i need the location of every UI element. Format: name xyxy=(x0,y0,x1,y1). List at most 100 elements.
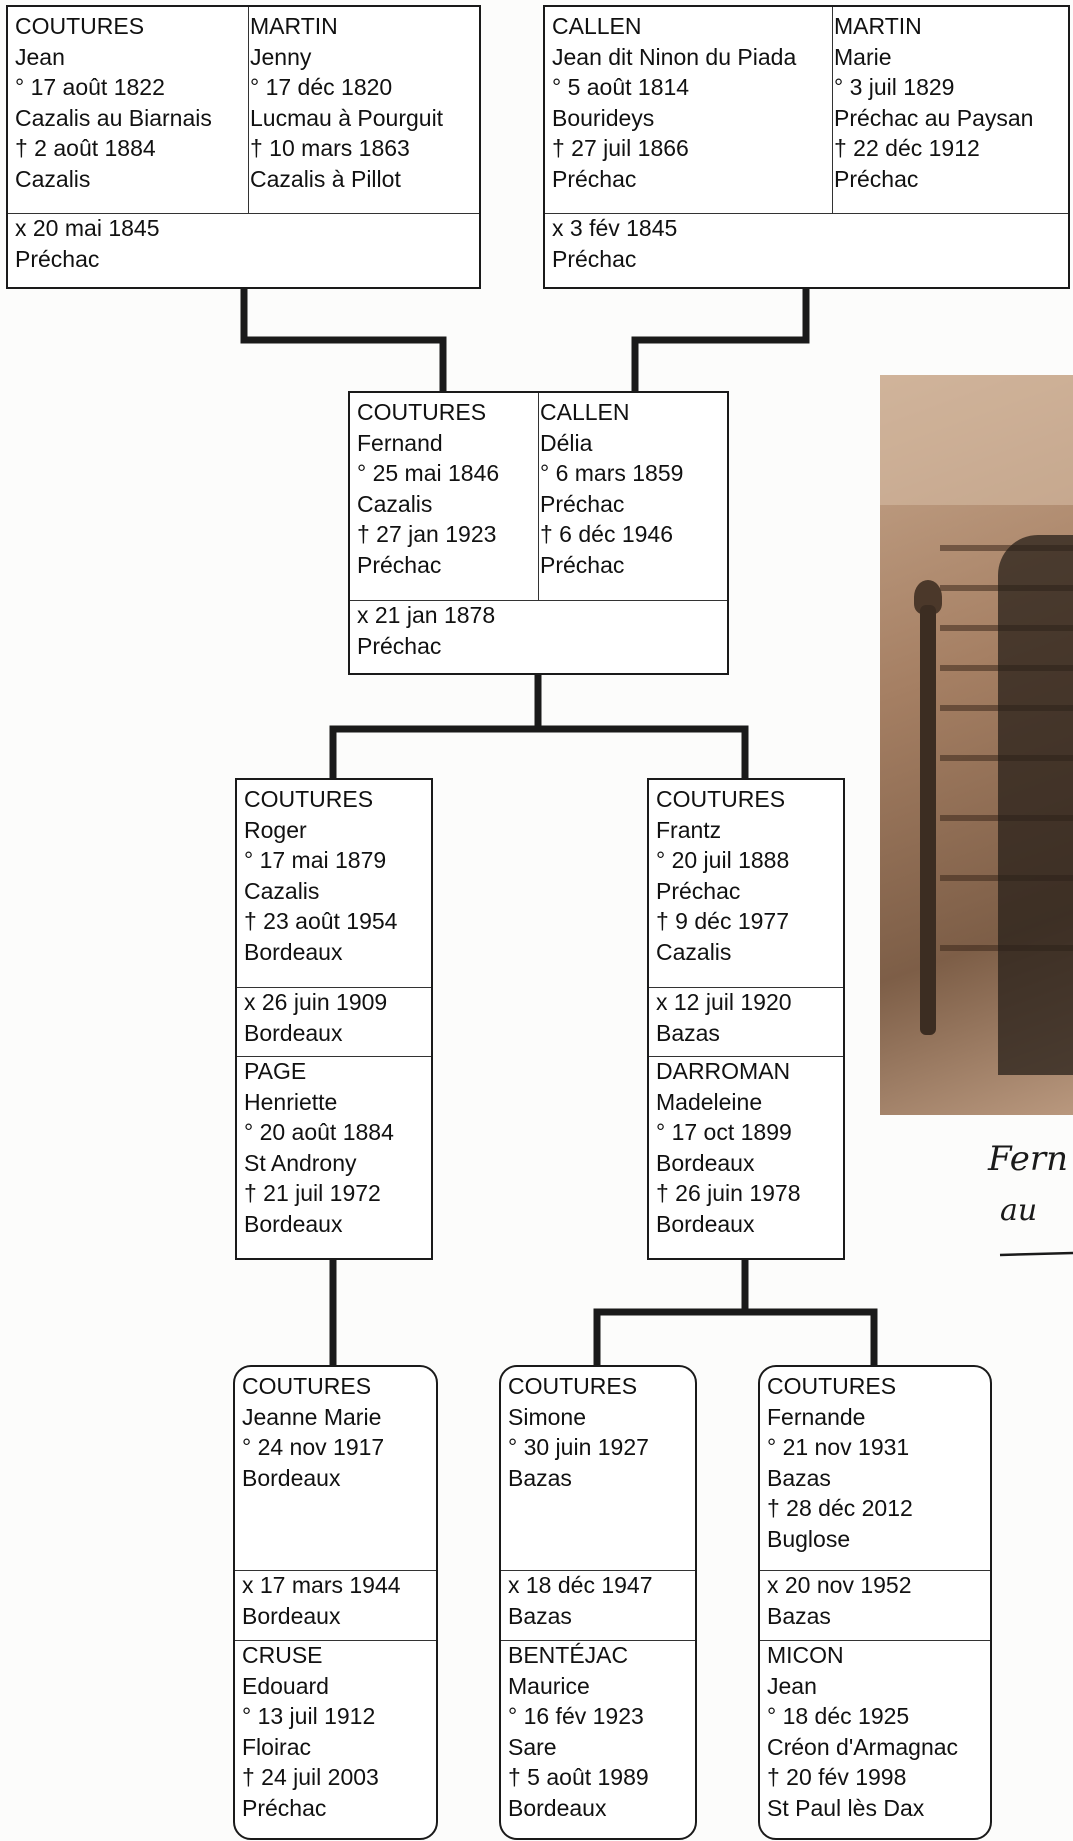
given-name: Fernande xyxy=(767,1403,866,1430)
person-simone-coutures: COUTURES Simone ° 30 juin 1927 Bazas xyxy=(501,1367,695,1497)
birth-date: ° 20 juil 1888 xyxy=(656,847,790,873)
handwritten-caption: Fern au xyxy=(987,1139,1073,1257)
surname: COUTURES xyxy=(15,13,145,39)
death-date: † 6 déc 1946 xyxy=(540,521,674,547)
birth-place: Cazalis au Biarnais xyxy=(15,104,212,131)
death-place: Préchac xyxy=(357,551,442,578)
given-name: Henriette xyxy=(244,1088,338,1115)
birth-place: Sare xyxy=(508,1733,557,1760)
birth-date: ° 17 août 1822 xyxy=(15,74,165,100)
death-place: Préchac xyxy=(834,165,919,192)
connector-maternal-grandparents xyxy=(631,289,810,391)
column-divider xyxy=(248,7,249,213)
marriage-info: x 18 déc 1947 Bazas xyxy=(501,1570,695,1635)
death-place: Buglose xyxy=(767,1525,851,1552)
marriage-info: x 17 mars 1944 Bordeaux xyxy=(235,1570,435,1635)
marriage-date: x 18 déc 1947 xyxy=(508,1572,653,1598)
family-box-jeanne-marie: COUTURES Jeanne Marie ° 24 nov 1917 Bord… xyxy=(233,1365,438,1840)
birth-place: Préchac xyxy=(656,877,741,904)
marriage-date: x 21 jan 1878 xyxy=(357,602,496,628)
surname: DARROMAN xyxy=(656,1058,791,1084)
marriage-place: Préchac xyxy=(357,632,442,659)
given-name: Jean xyxy=(767,1672,817,1699)
death-place: St Paul lès Dax xyxy=(767,1794,925,1821)
given-name: Jenny xyxy=(250,43,312,70)
death-place: Bordeaux xyxy=(244,1210,343,1237)
row-divider xyxy=(501,1640,695,1641)
given-name: Marie xyxy=(834,43,892,70)
photo-newel-post xyxy=(920,605,936,1035)
death-date: † 21 juil 1972 xyxy=(244,1180,381,1206)
person-jeanne-marie-coutures: COUTURES Jeanne Marie ° 24 nov 1917 Bord… xyxy=(235,1367,435,1497)
spouse-maurice-bentejac: BENTÉJAC Maurice ° 16 fév 1923 Sare † 5 … xyxy=(501,1640,695,1827)
caption-line-2: au xyxy=(1000,1193,1037,1228)
death-date: † 26 juin 1978 xyxy=(656,1180,801,1206)
birth-date: ° 5 août 1814 xyxy=(552,74,690,100)
birth-date: ° 16 fév 1923 xyxy=(508,1703,644,1729)
surname: COUTURES xyxy=(767,1373,897,1399)
column-divider xyxy=(832,7,833,213)
birth-place: Bazas xyxy=(508,1464,572,1491)
spouse-henriette-page: PAGE Henriette ° 20 août 1884 St Androny… xyxy=(237,1056,431,1243)
column-divider xyxy=(538,393,539,600)
row-divider xyxy=(235,1640,436,1641)
surname: COUTURES xyxy=(508,1373,638,1399)
marriage-info: x 20 mai 1845 Préchac xyxy=(8,213,478,278)
row-divider xyxy=(8,213,479,214)
birth-place: Cazalis xyxy=(357,490,433,517)
death-place: Cazalis xyxy=(15,165,91,192)
given-name: Simone xyxy=(508,1403,586,1430)
row-divider xyxy=(237,1056,431,1057)
birth-date: ° 17 déc 1820 xyxy=(250,74,393,100)
spouse-edouard-cruse: CRUSE Edouard ° 13 juil 1912 Floirac † 2… xyxy=(235,1640,435,1827)
birth-date: ° 6 mars 1859 xyxy=(540,460,684,486)
marriage-place: Bazas xyxy=(508,1602,572,1629)
person-fernand-coutures: COUTURES Fernand ° 25 mai 1846 Cazalis †… xyxy=(350,393,538,584)
death-date: † 23 août 1954 xyxy=(244,908,398,934)
death-place: Bordeaux xyxy=(656,1210,755,1237)
surname: COUTURES xyxy=(357,399,487,425)
marriage-info: x 21 jan 1878 Préchac xyxy=(350,600,727,665)
marriage-date: x 12 juil 1920 xyxy=(656,989,792,1015)
given-name: Maurice xyxy=(508,1672,590,1699)
given-name: Fernand xyxy=(357,429,443,456)
death-place: Préchac xyxy=(242,1794,327,1821)
surname: CALLEN xyxy=(552,13,642,39)
death-date: † 22 déc 1912 xyxy=(834,135,980,161)
given-name: Roger xyxy=(244,816,307,843)
surname: COUTURES xyxy=(656,786,786,812)
person-jenny-martin: MARTIN Jenny ° 17 déc 1820 Lucmau à Pour… xyxy=(248,7,483,198)
surname: COUTURES xyxy=(244,786,374,812)
marriage-place: Bordeaux xyxy=(242,1602,341,1629)
marriage-date: x 20 mai 1845 xyxy=(15,215,160,241)
marriage-info: x 26 juin 1909 Bordeaux xyxy=(237,987,431,1052)
row-divider xyxy=(237,987,431,988)
death-date: † 20 fév 1998 xyxy=(767,1764,907,1790)
death-date: † 9 déc 1977 xyxy=(656,908,790,934)
death-place: Cazalis xyxy=(656,938,732,965)
connector-paternal-grandparents xyxy=(240,289,447,391)
row-divider xyxy=(760,1640,990,1641)
death-date: † 2 août 1884 xyxy=(15,135,156,161)
given-name: Frantz xyxy=(656,816,722,843)
death-date: † 27 juil 1866 xyxy=(552,135,689,161)
birth-date: ° 20 août 1884 xyxy=(244,1119,394,1145)
death-date: † 27 jan 1923 xyxy=(357,521,497,547)
marriage-date: x 17 mars 1944 xyxy=(242,1572,401,1598)
birth-place: Bazas xyxy=(767,1464,831,1491)
birth-date: ° 30 juin 1927 xyxy=(508,1434,649,1460)
birth-place: Cazalis xyxy=(244,877,320,904)
caption-line-1: Fern xyxy=(987,1139,1068,1179)
birth-date: ° 25 mai 1846 xyxy=(357,460,500,486)
row-divider xyxy=(649,987,843,988)
surname: COUTURES xyxy=(242,1373,372,1399)
spouse-madeleine-darroman: DARROMAN Madeleine ° 17 oct 1899 Bordeau… xyxy=(649,1056,843,1243)
person-frantz-coutures: COUTURES Frantz ° 20 juil 1888 Préchac †… xyxy=(649,780,843,971)
birth-date: ° 17 oct 1899 xyxy=(656,1119,792,1145)
surname: CALLEN xyxy=(540,399,630,425)
surname: CRUSE xyxy=(242,1642,323,1668)
row-divider xyxy=(350,600,727,601)
birth-place: St Androny xyxy=(244,1149,357,1176)
birth-place: Bordeaux xyxy=(656,1149,755,1176)
death-place: Bordeaux xyxy=(508,1794,607,1821)
